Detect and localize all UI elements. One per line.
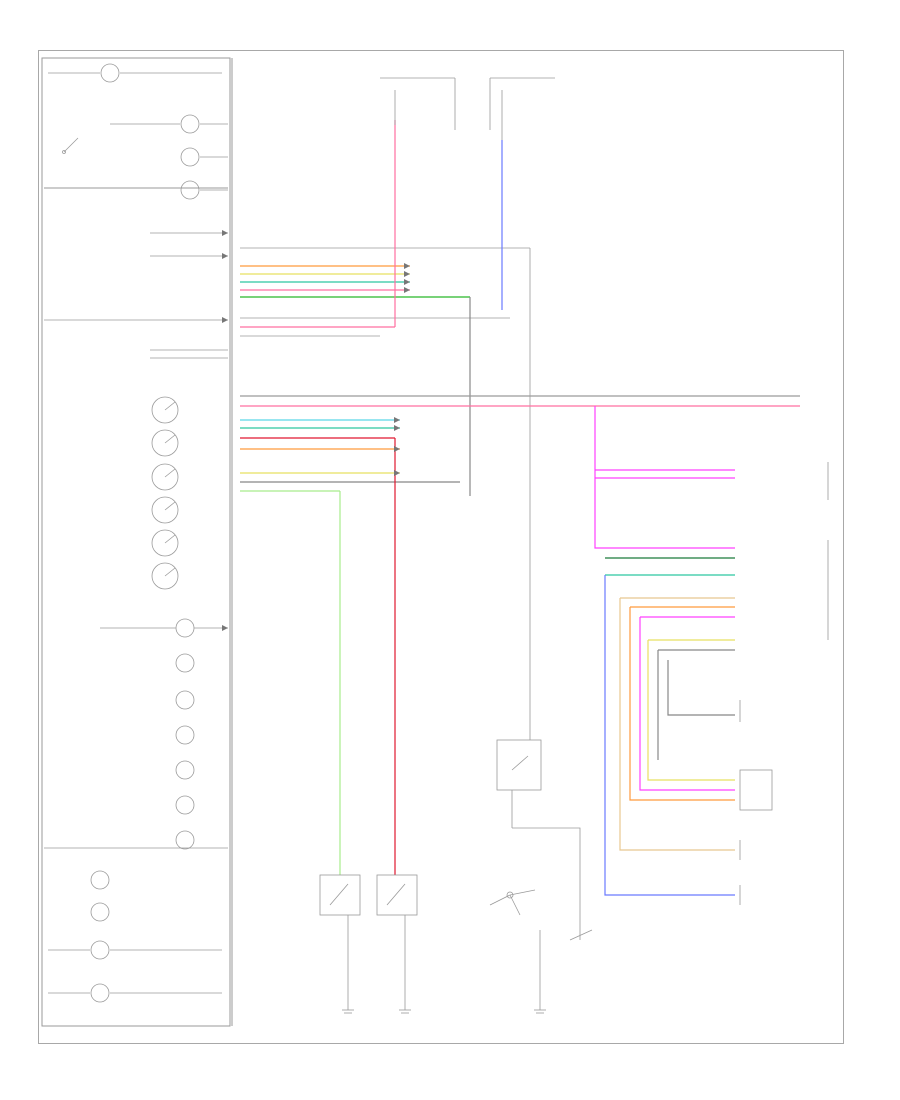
- bulb-icon: [90, 870, 110, 890]
- right-connectors: [739, 462, 829, 905]
- gauge-icon: [151, 562, 179, 590]
- bulb-icon: [110, 114, 228, 134]
- right-wires: [604, 557, 735, 896]
- bulb-icon: [48, 940, 222, 960]
- connector-arrow-icon: [222, 230, 410, 631]
- switch-icon: [376, 874, 418, 1010]
- upper-wires: [240, 120, 503, 496]
- bulb-icon: [175, 690, 195, 710]
- ground-icon: [342, 1009, 546, 1014]
- gauge-icon: [151, 396, 179, 424]
- bulb-icon: [48, 63, 222, 83]
- top-connector-left: [380, 77, 456, 130]
- sensor-icon: [496, 700, 581, 900]
- diagram-frame: [38, 50, 844, 1044]
- top-connector-right: [489, 77, 555, 140]
- bulb-icon: [90, 902, 110, 922]
- gauge-icon: [151, 529, 179, 557]
- bulb-icon: [175, 795, 195, 815]
- switch-icon: [319, 874, 361, 1010]
- upper-connector: [240, 247, 531, 700]
- instrument-cluster: [41, 57, 233, 1027]
- bulb-icon: [180, 147, 228, 167]
- bulb-icon: [175, 830, 195, 850]
- gauge-icon: [151, 429, 179, 457]
- bulb-icon: [48, 983, 222, 1003]
- bulb-icon: [180, 180, 228, 200]
- switch-icon: [62, 137, 79, 154]
- cluster-components: [44, 63, 228, 1003]
- bulb-icon: [175, 653, 195, 673]
- bulb-icon: [175, 760, 195, 780]
- middle-wires: [240, 395, 800, 875]
- gauge-icon: [151, 463, 179, 491]
- ignition-switch: [489, 889, 541, 1010]
- bulb-icon: [100, 618, 228, 638]
- gauge-icon: [151, 496, 179, 524]
- switch-icon: [569, 900, 593, 941]
- bulb-icon: [175, 725, 195, 745]
